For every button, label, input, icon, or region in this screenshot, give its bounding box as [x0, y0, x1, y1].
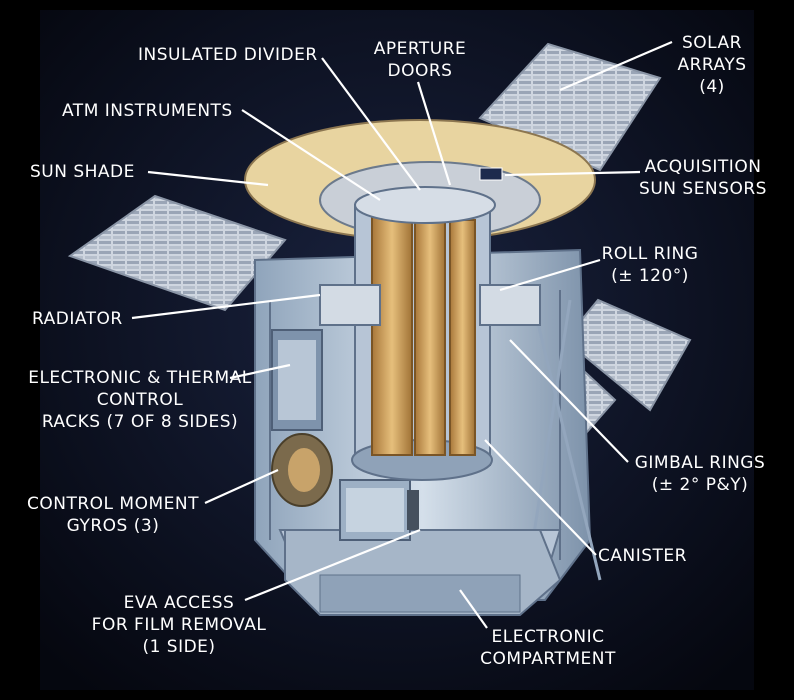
label-racks-line1: ELECTRONIC & THERMAL — [28, 368, 252, 388]
instrument-canister — [351, 186, 496, 530]
label-radiator: RADIATOR — [32, 309, 123, 329]
label-eva-line3: (1 SIDE) — [142, 637, 216, 657]
label-gimbal-line2: (± 2° P&Y) — [651, 475, 749, 495]
label-aperture-doors-line1: APERTURE — [373, 39, 467, 59]
label-acquisition-sun-sensors: ACQUISITION SUN SENSORS — [628, 156, 778, 200]
label-compartment-line2: COMPARTMENT — [480, 649, 616, 669]
electronic-rack-panel — [271, 329, 323, 431]
roll-ring-gears — [319, 284, 541, 326]
label-solar-arrays-line1: SOLAR — [682, 33, 742, 53]
label-gyros-line2: GYROS (3) — [66, 516, 160, 536]
leader-lines — [131, 40, 673, 629]
label-insulated-divider: INSULATED DIVIDER — [138, 45, 318, 65]
label-electronic-compartment: ELECTRONIC COMPARTMENT — [468, 626, 628, 670]
label-solar-arrays-line2: ARRAYS — [677, 55, 747, 75]
label-racks-line2: CONTROL — [96, 390, 184, 410]
electronic-compartment-base — [284, 529, 562, 616]
label-racks-line3: RACKS (7 OF 8 SIDES) — [41, 412, 239, 432]
label-aperture-doors-line2: DOORS — [387, 61, 453, 81]
label-gimbal-rings: GIMBAL RINGS (± 2° P&Y) — [625, 452, 775, 496]
label-compartment-line1: ELECTRONIC — [491, 627, 605, 647]
label-roll-ring-line2: (± 120°) — [611, 266, 689, 286]
label-solar-arrays: SOLAR ARRAYS (4) — [672, 32, 752, 98]
label-eva-line2: FOR FILM REMOVAL — [91, 615, 267, 635]
label-solar-arrays-line3: (4) — [699, 77, 725, 97]
label-acquisition-line2: SUN SENSORS — [639, 179, 767, 199]
eva-access-panel — [339, 479, 411, 541]
label-sun-shade: SUN SHADE — [30, 162, 135, 182]
label-eva-access: EVA ACCESS FOR FILM REMOVAL (1 SIDE) — [84, 592, 274, 658]
label-acquisition-line1: ACQUISITION — [644, 157, 762, 177]
label-gimbal-line1: GIMBAL RINGS — [634, 453, 766, 473]
solar-array-right — [563, 298, 692, 412]
label-canister: CANISTER — [598, 546, 687, 566]
control-moment-gyro — [271, 433, 333, 507]
label-aperture-doors: APERTURE DOORS — [360, 38, 480, 82]
label-roll-ring-line1: ROLL RING — [601, 244, 699, 264]
label-control-moment-gyros: CONTROL MOMENT GYROS (3) — [18, 493, 208, 537]
label-electronic-thermal-racks: ELECTRONIC & THERMAL CONTROL RACKS (7 OF… — [20, 367, 260, 433]
label-roll-ring: ROLL RING (± 120°) — [590, 243, 710, 287]
label-atm-instruments: ATM INSTRUMENTS — [62, 101, 233, 121]
label-eva-line1: EVA ACCESS — [123, 593, 235, 613]
solar-array-left — [67, 194, 287, 312]
label-gyros-line1: CONTROL MOMENT — [27, 494, 199, 514]
